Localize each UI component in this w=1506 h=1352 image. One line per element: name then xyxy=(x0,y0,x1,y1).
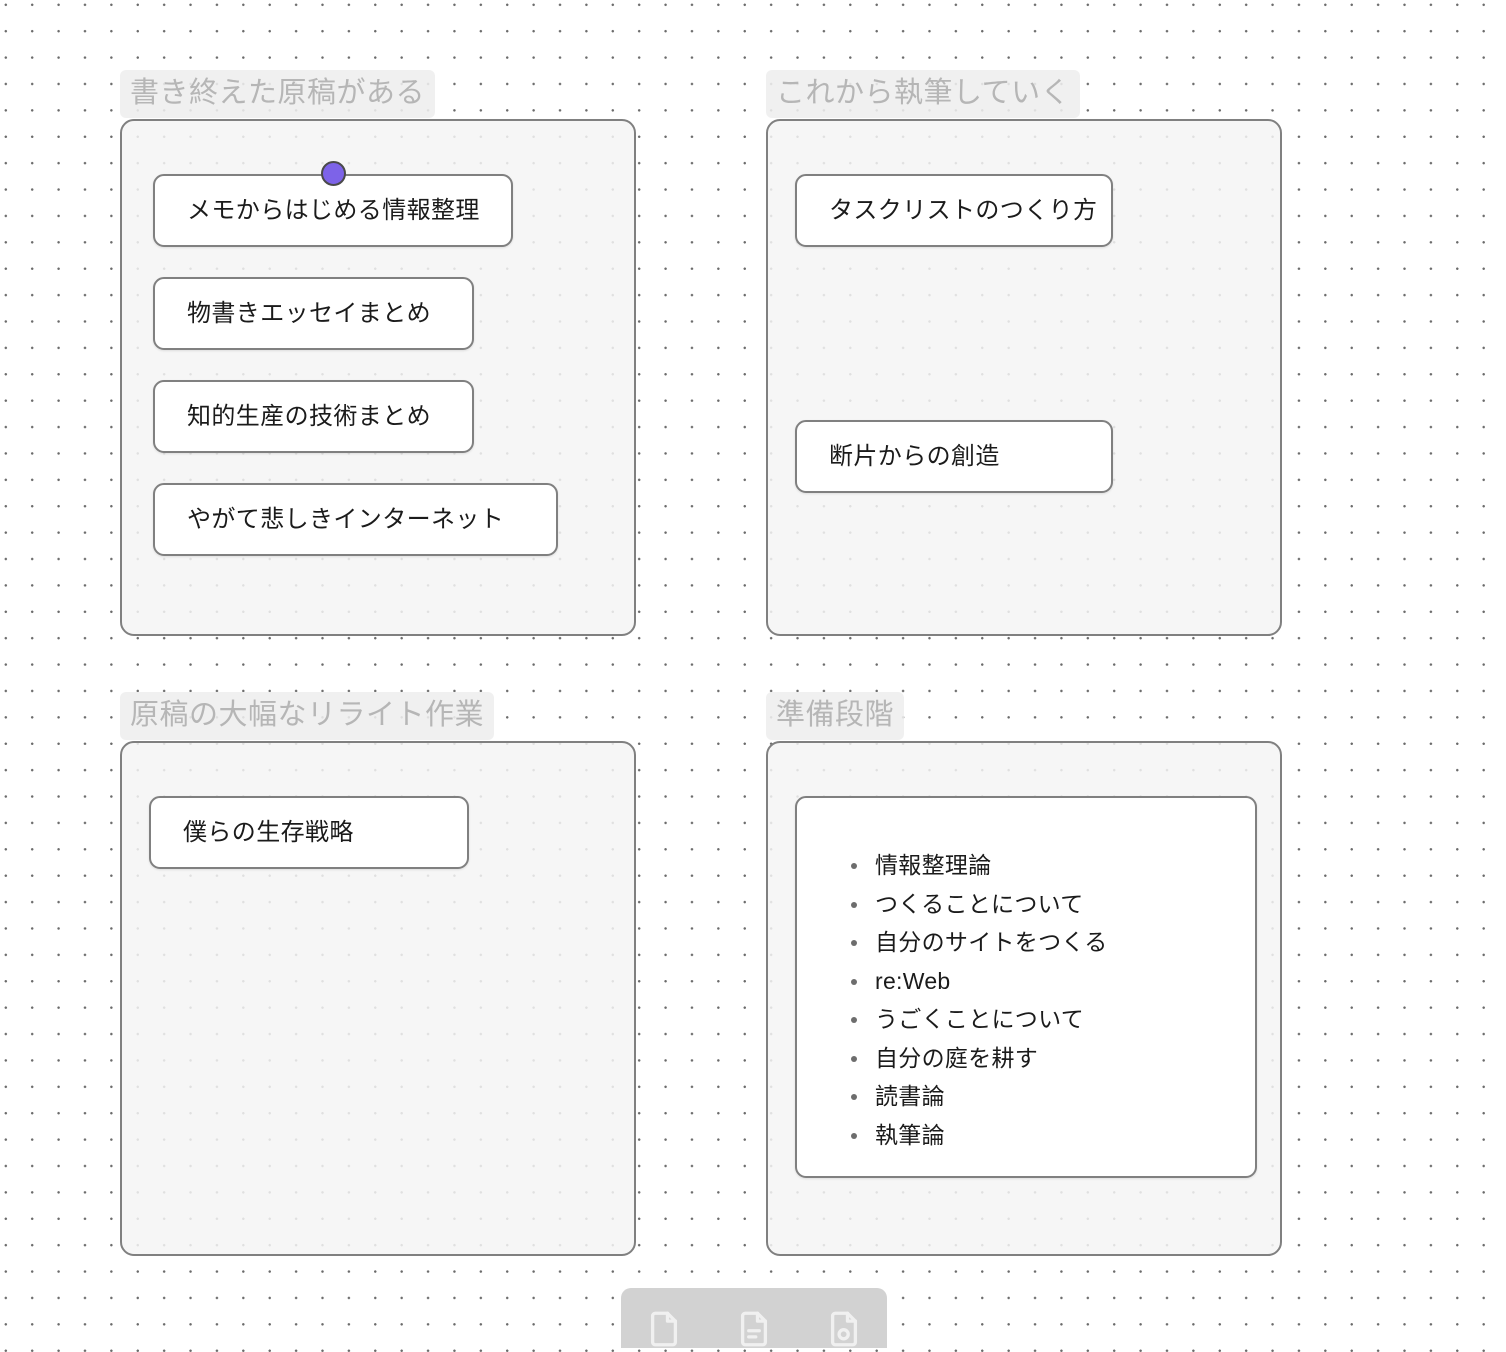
note-card-label: メモからはじめる情報整理 xyxy=(187,196,480,224)
note-card-label: 物書きエッセイまとめ xyxy=(187,299,431,327)
note-card-label: やがて悲しきインターネット xyxy=(187,505,505,533)
note-tool-button[interactable] xyxy=(641,1306,687,1352)
note-card-label: 僕らの生存戦略 xyxy=(183,818,354,846)
group-body-rewrite[interactable]: 僕らの生存戦略 xyxy=(120,741,636,1256)
bottom-toolbar[interactable] xyxy=(621,1288,887,1348)
note-card[interactable]: タスクリストのつくり方 xyxy=(795,174,1113,247)
note-card[interactable]: 知的生産の技術まとめ xyxy=(153,380,474,453)
outline-list-item[interactable]: 自分の庭を耕す xyxy=(851,1039,1255,1078)
outline-list-item[interactable]: 情報整理論 xyxy=(851,846,1255,885)
outline-list-item[interactable]: re:Web xyxy=(851,962,1255,1001)
outline-list-item[interactable]: つくることについて xyxy=(851,885,1255,924)
note-card[interactable]: メモからはじめる情報整理 xyxy=(153,174,513,247)
note-card-label: 知的生産の技術まとめ xyxy=(187,402,431,430)
document-lines-icon xyxy=(740,1311,768,1347)
selection-handle-dot[interactable] xyxy=(321,161,346,186)
note-card[interactable]: 僕らの生存戦略 xyxy=(149,796,469,869)
note-card-label: 断片からの創造 xyxy=(829,442,1000,470)
outline-note-card[interactable]: 情報整理論 つくることについて 自分のサイトをつくる re:Web うごくことに… xyxy=(795,796,1257,1178)
group-body-prep[interactable]: 情報整理論 つくることについて 自分のサイトをつくる re:Web うごくことに… xyxy=(766,741,1282,1256)
group-title-upcoming[interactable]: これから執筆していく xyxy=(766,70,1081,118)
group-body-upcoming[interactable]: タスクリストのつくり方 断片からの創造 xyxy=(766,119,1282,636)
outline-list-item[interactable]: 執筆論 xyxy=(851,1116,1255,1155)
group-prep[interactable]: 準備段階 情報整理論 つくることについて 自分のサイトをつくる re:Web う… xyxy=(766,692,1282,1256)
note-card[interactable]: やがて悲しきインターネット xyxy=(153,483,558,556)
group-title-prep[interactable]: 準備段階 xyxy=(766,692,905,740)
outline-list-item[interactable]: 自分のサイトをつくる xyxy=(851,923,1255,962)
group-title-done[interactable]: 書き終えた原稿がある xyxy=(120,70,436,118)
document-icon xyxy=(650,1311,678,1347)
note-card-label: タスクリストのつくり方 xyxy=(829,196,1098,224)
group-upcoming[interactable]: これから執筆していく タスクリストのつくり方 断片からの創造 xyxy=(766,70,1282,636)
note-card[interactable]: 断片からの創造 xyxy=(795,420,1113,493)
text-note-tool-button[interactable] xyxy=(731,1306,777,1352)
note-card[interactable]: 物書きエッセイまとめ xyxy=(153,277,474,350)
group-title-rewrite[interactable]: 原稿の大幅なリライト作業 xyxy=(120,692,495,740)
outline-list: 情報整理論 つくることについて 自分のサイトをつくる re:Web うごくことに… xyxy=(797,798,1255,1154)
outline-list-item[interactable]: うごくことについて xyxy=(851,1000,1255,1039)
group-done[interactable]: 書き終えた原稿がある メモからはじめる情報整理 物書きエッセイまとめ 知的生産の… xyxy=(120,70,636,636)
outline-list-item[interactable]: 読書論 xyxy=(851,1077,1255,1116)
group-rewrite[interactable]: 原稿の大幅なリライト作業 僕らの生存戦略 xyxy=(120,692,636,1256)
document-image-icon xyxy=(830,1311,858,1347)
image-note-tool-button[interactable] xyxy=(821,1306,867,1352)
group-body-done[interactable]: メモからはじめる情報整理 物書きエッセイまとめ 知的生産の技術まとめ やがて悲し… xyxy=(120,119,636,636)
